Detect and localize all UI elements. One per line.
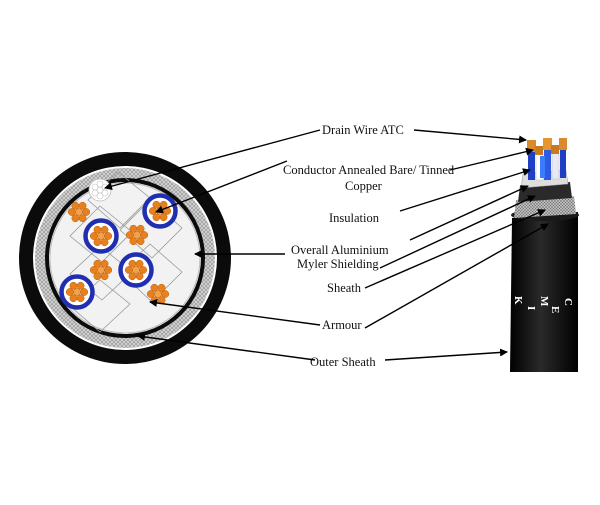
cable-cores	[528, 148, 566, 181]
label-armour: Armour	[322, 318, 362, 332]
label-outer-sheath: Outer Sheath	[310, 355, 376, 369]
bare-conductor	[89, 259, 113, 281]
labels: Drain Wire ATC Conductor Annealed Bare/ …	[283, 123, 455, 369]
cable-print-letter: K	[512, 296, 524, 305]
cable-print-letter: M	[538, 296, 550, 307]
bare-conductors	[67, 201, 170, 305]
drain-wire	[88, 178, 112, 202]
insulated-conductors	[59, 193, 178, 310]
cable-print-letter: E	[549, 306, 561, 313]
leader-outer-right	[384, 348, 508, 361]
cable-jacket	[510, 212, 578, 372]
leader-outer-left	[137, 332, 316, 361]
insulated-conductor-core	[89, 225, 113, 247]
leader-lines	[104, 129, 549, 361]
leader-shield-right	[409, 185, 529, 241]
leader-conductor-right	[449, 147, 534, 171]
cable-copper-ends	[527, 138, 567, 155]
bare-conductor	[67, 201, 91, 223]
label-sheath: Sheath	[327, 281, 362, 295]
insulated-conductor-core	[65, 281, 89, 303]
label-conductor-line1: Conductor Annealed Bare/ Tinned	[283, 163, 455, 177]
leader-armour-right	[364, 223, 549, 329]
leader-sheath-lower	[364, 209, 546, 289]
insulated-conductor-core	[124, 259, 148, 281]
leader-drain-left	[104, 129, 321, 191]
cable-print-letter: C	[562, 298, 574, 306]
bare-conductor	[146, 283, 170, 305]
cable-print-letter: I	[525, 306, 537, 310]
label-insulation: Insulation	[329, 211, 380, 225]
label-shielding-line1: Overall Aluminium	[291, 243, 389, 257]
leader-conductor-left	[155, 160, 288, 214]
leader-armour-left	[149, 298, 321, 326]
leader-drain-right	[413, 129, 527, 144]
label-conductor-line2: Copper	[345, 179, 383, 193]
cross-section	[19, 152, 231, 364]
bare-conductor	[125, 224, 149, 246]
leader-insulation	[399, 168, 531, 212]
leader-sheath-upper	[379, 195, 536, 269]
label-drain-wire: Drain Wire ATC	[322, 123, 404, 137]
label-shielding-line2: Myler Shielding	[297, 257, 379, 271]
